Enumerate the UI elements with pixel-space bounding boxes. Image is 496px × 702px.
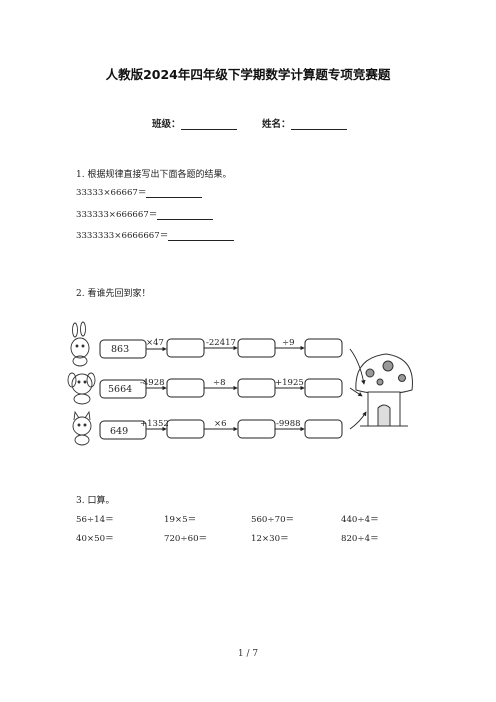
rabbit-icon [70, 321, 90, 367]
calc-item: 560÷70＝ [251, 515, 295, 525]
row2-op-2: ÷8 [213, 378, 226, 388]
calc-item: 720÷60＝ [164, 534, 208, 544]
row2-op-3: +1925 [275, 378, 304, 388]
q2-heading: 2. 看谁先回到家！ [76, 289, 151, 299]
q1-answer-2[interactable] [157, 209, 214, 220]
row1-start-value: 863 [111, 344, 129, 355]
calc-item: 56÷14＝ [76, 515, 114, 525]
row3-box-3[interactable] [304, 419, 343, 439]
row1-box-1[interactable] [166, 338, 205, 358]
q1-expr-2: 333333×666667＝ [76, 210, 158, 220]
dog-icon [67, 372, 96, 405]
name-label: 姓名： [262, 119, 291, 130]
calc-item: 19×5＝ [164, 515, 197, 525]
calc-item: 820÷4＝ [341, 534, 379, 544]
q1-answer-3[interactable] [168, 230, 235, 241]
row2-op-1: -4928 [140, 378, 165, 388]
row3-op-2: ×6 [214, 419, 227, 429]
cat-icon [72, 410, 92, 446]
row3-op-1: +1352 [140, 419, 169, 429]
q1-answer-1[interactable] [146, 187, 203, 198]
row1-box-3[interactable] [304, 338, 343, 358]
row1-box-2[interactable] [237, 338, 276, 358]
calc-item: 440÷4＝ [341, 515, 379, 525]
row3-start-value: 649 [110, 426, 128, 437]
calc-item: 12×30＝ [251, 534, 289, 544]
row1-op-1: ×47 [146, 338, 164, 348]
mushroom-house-icon [355, 353, 413, 427]
row2-start-value: 5664 [108, 384, 132, 395]
q1-line-3: 3333333×6666667＝ [76, 229, 235, 241]
row2-box-1[interactable] [166, 378, 205, 398]
class-blank[interactable] [180, 119, 237, 130]
row3-box-2[interactable] [237, 419, 276, 439]
q1-expr-3: 3333333×6666667＝ [76, 231, 169, 241]
row1-op-2: -22417 [206, 338, 236, 348]
row1-op-3: ÷9 [282, 338, 295, 348]
q1-line-2: 333333×666667＝ [76, 208, 214, 220]
page-number: 1 / 7 [237, 649, 259, 659]
q1-heading: 1. 根据规律直接写出下面各题的结果。 [76, 170, 232, 180]
row3-op-3: -9988 [276, 419, 301, 429]
path-diagram: 863 ×47 -22417 ÷9 5664 -4928 ÷8 +1925 64… [67, 321, 413, 446]
name-blank[interactable] [290, 119, 347, 130]
calc-item: 40×50＝ [76, 534, 114, 544]
row2-box-3[interactable] [304, 378, 343, 398]
row3-box-1[interactable] [166, 419, 205, 439]
row2-box-2[interactable] [237, 378, 276, 398]
class-field: 班级： [152, 116, 237, 130]
page-title: 人教版2024年四年级下学期数学计算题专项竞赛题 [105, 67, 391, 82]
q1-expr-1: 33333×66667＝ [76, 188, 147, 198]
q3-heading: 3. 口算。 [76, 496, 115, 506]
q1-line-1: 33333×66667＝ [76, 186, 203, 198]
name-field: 姓名： [262, 116, 347, 130]
class-label: 班级： [152, 119, 181, 130]
